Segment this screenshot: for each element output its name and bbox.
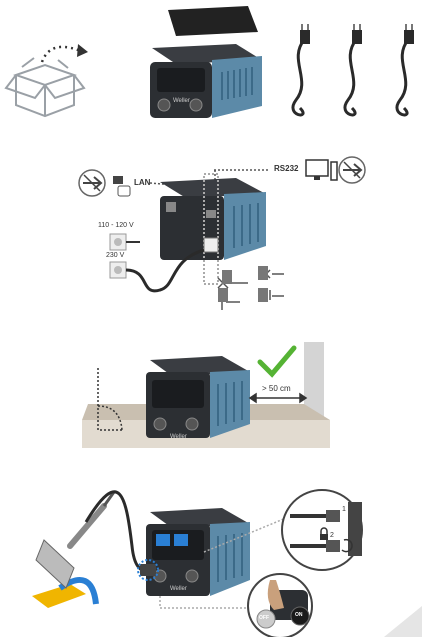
power-cord <box>125 248 205 293</box>
power-socket-high <box>109 261 127 279</box>
off-indicator <box>256 609 276 629</box>
stand-base <box>32 584 86 608</box>
power-cord-icon <box>291 39 410 117</box>
unpacking-illustration <box>4 6 414 118</box>
panel-unpacking: Weller <box>0 0 422 140</box>
open-box-icon <box>4 57 86 118</box>
check-mark-icon <box>257 345 297 378</box>
station-brand-label: Weller <box>170 586 187 592</box>
power-socket-low <box>109 233 127 251</box>
on-indicator <box>290 606 310 626</box>
voltage-high-label: 230 V <box>106 252 125 259</box>
computer-icon <box>305 159 338 181</box>
rs232-label: RS232 <box>274 164 299 173</box>
off-label: OFF <box>259 615 269 621</box>
panel-operation: 1 2 OFF ON Weller <box>0 476 422 637</box>
station-side-panel <box>212 56 262 118</box>
placement-illustration <box>82 342 330 448</box>
connections-illustration <box>78 156 366 310</box>
no-plug-icon <box>338 156 366 184</box>
voltage-low-label: 110 - 120 V <box>98 222 134 229</box>
lan-label: LAN <box>134 178 151 187</box>
distance-arrow <box>248 392 308 404</box>
operation-illustration <box>32 489 422 637</box>
panel-connections: LAN RS232 110 - 120 V 230 V <box>0 150 422 330</box>
step-one-label: 1 <box>342 506 346 513</box>
connector-detail <box>281 489 363 571</box>
no-plug-icon <box>78 169 106 197</box>
arrow-icon <box>40 44 88 63</box>
distance-label: > 50 cm <box>262 384 291 393</box>
step-two-label: 2 <box>330 532 334 539</box>
lock-icon <box>320 527 328 540</box>
power-switch-detail <box>247 573 313 637</box>
on-label: ON <box>295 612 303 618</box>
panel-placement: > 50 cm Weller <box>0 338 422 468</box>
station-lid <box>168 6 258 36</box>
station-brand-label: Weller <box>170 434 187 440</box>
station-brand-label: Weller <box>173 98 190 104</box>
